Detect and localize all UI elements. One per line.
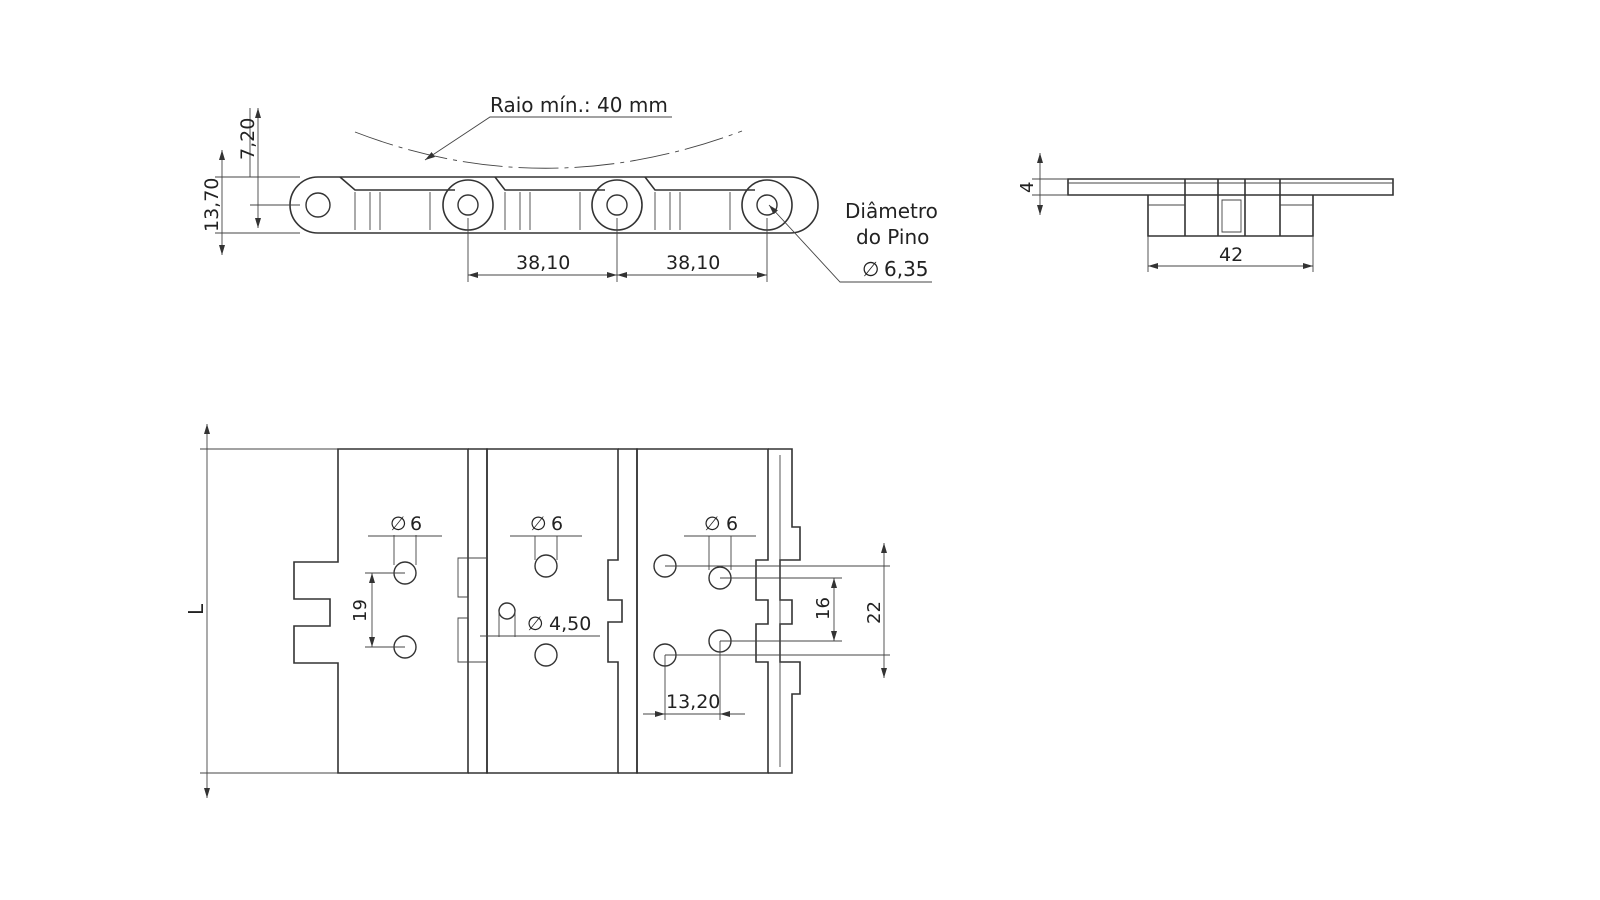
center-hole: [498, 602, 516, 620]
link-ribs: [354, 192, 731, 230]
pin-diameter-leader: [768, 204, 932, 283]
hole-spacing-inner-label: 16: [813, 597, 834, 620]
front-view: 4 42: [1017, 153, 1394, 272]
hole-dia-b-symbol: ∅: [530, 513, 547, 535]
pin-label-line1: Diâmetro: [845, 199, 938, 223]
pin-3: [756, 194, 778, 216]
min-radius-label: Raio mín.: 40 mm: [490, 93, 668, 117]
front-body: [1147, 179, 1314, 237]
hole-dia-a-symbol: ∅: [390, 513, 407, 535]
pitch-1-label: 38,10: [516, 252, 570, 274]
pin-diameter-label: 6,35: [884, 257, 929, 281]
pitch-2-label: 38,10: [666, 252, 720, 274]
thickness-label: 4: [1017, 182, 1038, 193]
plate-rib-1: [468, 448, 488, 774]
pin-2: [606, 194, 628, 216]
hole-dia-a-label: 6: [410, 513, 422, 535]
hole-spacing-outer-label: 22: [864, 601, 885, 624]
hole-dia-c-symbol: ∅: [704, 513, 721, 535]
pin-diameter-symbol: ∅: [862, 257, 879, 281]
top-view: L 19 ∅ 6 ∅ 6 ∅ 4,50: [184, 424, 890, 798]
pin-label-line2: do Pino: [856, 225, 929, 249]
plate-3: [636, 448, 769, 774]
plate-rib-2: [618, 448, 638, 774]
plate-rib-3: [768, 448, 801, 774]
hole-dia-b-label: 6: [551, 513, 563, 535]
side-view: Raio mín.: 40 mm 13,70 7,20 38,10 38,10: [201, 93, 938, 283]
center-hole-dia-symbol: ∅: [527, 613, 544, 635]
min-radius-leader: [424, 116, 672, 161]
length-label: L: [184, 603, 208, 615]
front-top-plate: [1067, 178, 1394, 196]
plate-1: [293, 448, 469, 774]
min-radius-arc: [354, 130, 743, 169]
height-top-label: 7,20: [237, 118, 259, 160]
hole-2b: [534, 643, 558, 667]
pin-1: [457, 194, 479, 216]
hole-2a: [534, 554, 558, 578]
width-label: 42: [1219, 244, 1243, 266]
hole-offset-label: 13,20: [666, 691, 720, 713]
hole-spacing-a-label: 19: [350, 599, 371, 622]
chain-top-plate: [339, 176, 755, 191]
end-eye: [305, 192, 331, 218]
chain-link-outline: [289, 176, 819, 234]
height-total-label: 13,70: [201, 178, 223, 232]
hole-dia-c-label: 6: [726, 513, 738, 535]
center-hole-dia-label: 4,50: [549, 613, 591, 635]
